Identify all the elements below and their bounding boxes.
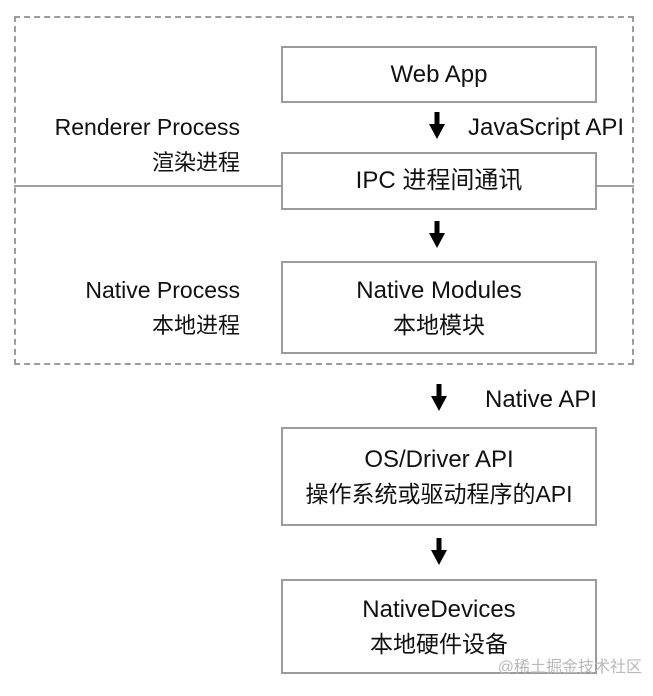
arrow-down-icon <box>431 384 447 411</box>
renderer-process-label-en: Renderer Process <box>54 114 240 140</box>
native-process-label-zh: 本地进程 <box>151 313 240 338</box>
node-native-modules-title: Native Modules <box>356 276 522 304</box>
node-os-driver-api-title: OS/Driver API <box>364 445 514 473</box>
node-web-app-title: Web App <box>390 60 488 88</box>
node-web-app: Web App <box>281 46 597 103</box>
arrow-down-icon <box>429 221 445 248</box>
node-native-devices-subtitle: 本地硬件设备 <box>370 630 508 657</box>
native-api-label: Native API <box>485 386 598 413</box>
node-ipc: IPC 进程间通讯 <box>281 152 597 210</box>
node-native-devices: NativeDevices 本地硬件设备 <box>281 579 597 674</box>
node-native-modules-subtitle: 本地模块 <box>393 311 485 338</box>
renderer-process-label: Renderer Process 渲染进程 <box>18 109 240 181</box>
renderer-process-label-zh: 渲染进程 <box>151 150 240 175</box>
node-ipc-title: IPC 进程间通讯 <box>355 167 523 194</box>
process-boundary-dashed-box <box>14 16 634 365</box>
node-native-devices-title: NativeDevices <box>362 595 516 623</box>
native-process-label-en: Native Process <box>85 277 240 303</box>
native-process-label: Native Process 本地进程 <box>18 272 240 344</box>
arrow-down-icon <box>431 538 447 565</box>
node-os-driver-api-subtitle: 操作系统或驱动程序的API <box>305 480 573 507</box>
node-os-driver-api: OS/Driver API 操作系统或驱动程序的API <box>281 427 597 526</box>
javascript-api-label: JavaScript API <box>468 114 625 141</box>
watermark-text: @稀土掘金技术社区 <box>497 659 642 676</box>
arrow-down-icon <box>429 112 445 139</box>
node-native-modules: Native Modules 本地模块 <box>281 261 597 354</box>
